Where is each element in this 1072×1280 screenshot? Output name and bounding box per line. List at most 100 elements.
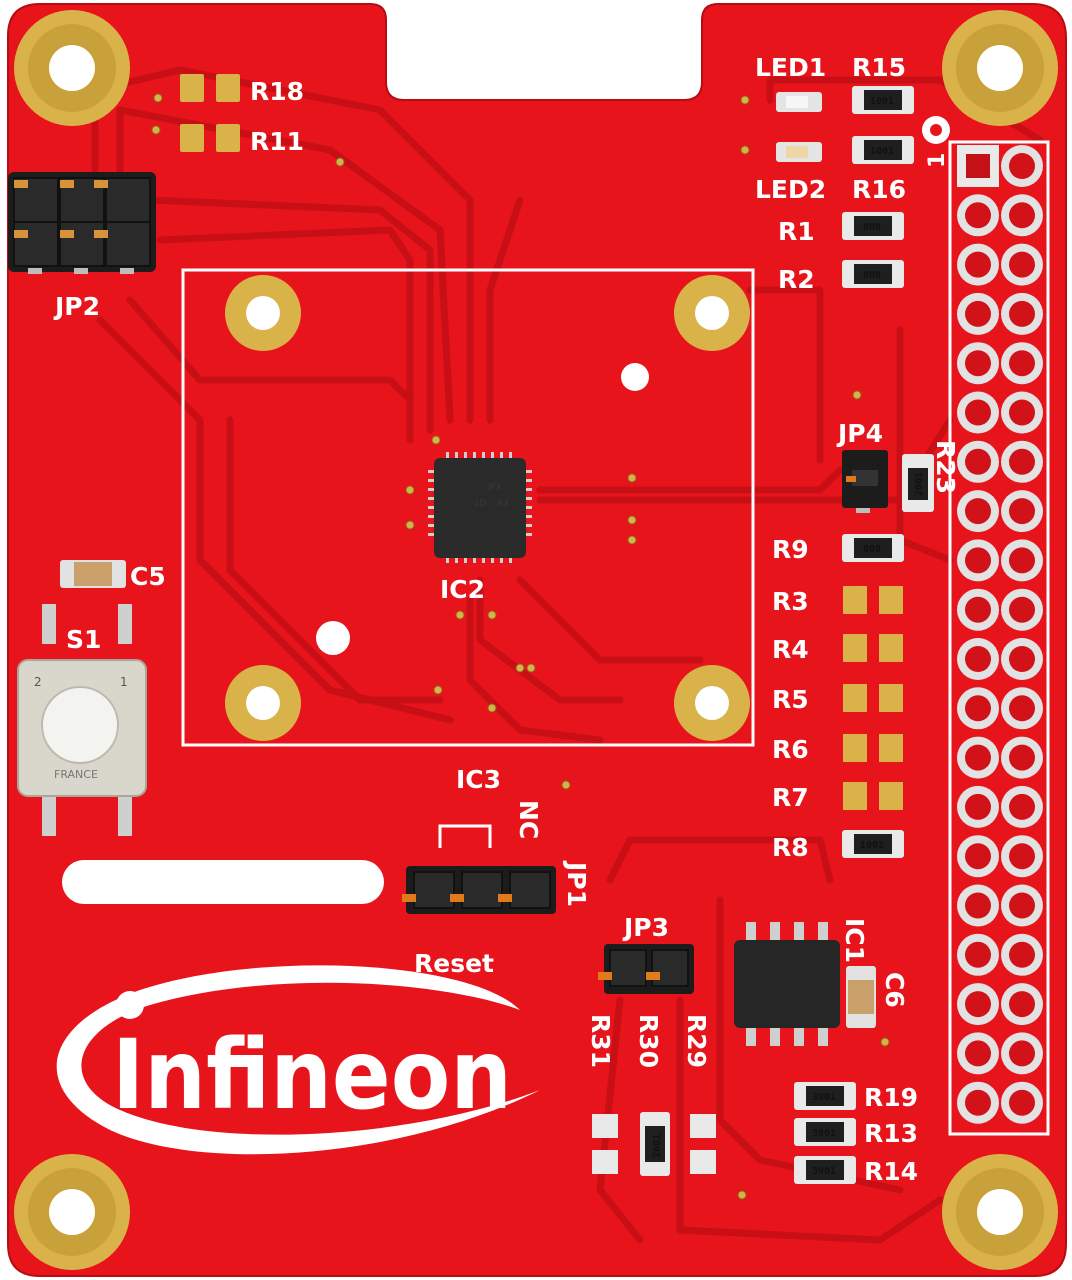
label-r15: R15 bbox=[852, 53, 906, 82]
label-r1: R1 bbox=[778, 217, 815, 246]
label-r8: R8 bbox=[772, 833, 809, 862]
switch-body-mark: FRANCE bbox=[54, 768, 98, 781]
ic2-marking-2: 1D bbox=[474, 499, 487, 509]
r1-code: 000 bbox=[863, 222, 881, 233]
copper-traces bbox=[91, 66, 1044, 1244]
label-r6: R6 bbox=[772, 735, 809, 764]
gpio-pin bbox=[957, 983, 999, 1026]
r13-code: 3901 bbox=[812, 1128, 836, 1139]
switch-s1: 2 1 FRANCE bbox=[17, 604, 147, 836]
label-reset: Reset bbox=[414, 949, 494, 978]
resistor-r9: 000 bbox=[842, 534, 904, 562]
label-r14: R14 bbox=[864, 1157, 918, 1186]
label-r3: R3 bbox=[772, 587, 809, 616]
r16-code: 1001 bbox=[870, 146, 894, 157]
capacitor-c6 bbox=[846, 966, 876, 1028]
resistor-r2: 000 bbox=[842, 260, 904, 288]
label-jp4: JP4 bbox=[836, 419, 883, 448]
label-r9: R9 bbox=[772, 535, 809, 564]
resistor-r30: 2001 bbox=[640, 1112, 670, 1176]
resistor-r19: 3901 bbox=[794, 1082, 856, 1110]
label-s1: S1 bbox=[66, 625, 101, 654]
resistor-r23: 2001 bbox=[902, 454, 934, 512]
vias bbox=[151, 93, 890, 1200]
gpio-pin bbox=[957, 194, 999, 237]
brand-name: Infineon bbox=[112, 1019, 512, 1131]
label-r7: R7 bbox=[772, 783, 809, 812]
resistor-r8: 1002 bbox=[842, 830, 904, 858]
gpio-pin bbox=[957, 1081, 999, 1124]
resistor-r16: 1001 bbox=[852, 136, 914, 164]
label-ic1: IC1 bbox=[840, 918, 869, 963]
jp1-header bbox=[402, 866, 556, 914]
jp4-jumper bbox=[842, 450, 888, 513]
label-r31: R31 bbox=[586, 1014, 615, 1068]
jp3-header bbox=[598, 944, 694, 994]
gpio-pin bbox=[1001, 983, 1043, 1026]
r30-code: 2001 bbox=[652, 1134, 663, 1158]
board-slot bbox=[62, 860, 384, 904]
label-jp1: JP1 bbox=[562, 860, 591, 907]
gpio-pin bbox=[1001, 243, 1043, 286]
gpio-pin bbox=[1001, 687, 1043, 730]
gpio-pin bbox=[957, 687, 999, 730]
capacitor-c5 bbox=[60, 560, 126, 588]
gpio-pin bbox=[1001, 539, 1043, 582]
gpio-pin bbox=[1001, 1081, 1043, 1124]
led1 bbox=[776, 92, 822, 112]
resistor-r13: 3901 bbox=[794, 1118, 856, 1146]
label-c6: C6 bbox=[880, 972, 909, 1008]
r19-code: 3901 bbox=[812, 1092, 836, 1103]
r23-code: 2001 bbox=[914, 472, 925, 496]
gpio-pin bbox=[1001, 785, 1043, 828]
gpio-pin bbox=[957, 145, 999, 187]
gpio-pin bbox=[957, 835, 999, 878]
label-r16: R16 bbox=[852, 175, 906, 204]
ic1-chip bbox=[734, 922, 840, 1046]
r2-code: 000 bbox=[863, 270, 881, 281]
label-r11: R11 bbox=[250, 127, 304, 156]
gpio-pin bbox=[957, 440, 999, 483]
gpio-pin bbox=[1001, 588, 1043, 631]
mounting-holes bbox=[14, 10, 1058, 1270]
sensor-mount-holes bbox=[225, 275, 750, 741]
gpio-pin bbox=[957, 785, 999, 828]
pads-r31-r29 bbox=[592, 1114, 716, 1174]
gpio-pin bbox=[957, 292, 999, 335]
gpio-pin bbox=[1001, 292, 1043, 335]
label-c5: C5 bbox=[130, 562, 166, 591]
pin1-marker bbox=[922, 116, 950, 144]
pads-r3-r7 bbox=[843, 586, 903, 810]
label-r23: R23 bbox=[931, 440, 960, 494]
gpio-pin bbox=[957, 490, 999, 533]
label-r19: R19 bbox=[864, 1083, 918, 1112]
label-jp2: JP2 bbox=[53, 292, 100, 321]
gpio-pin bbox=[957, 736, 999, 779]
gpio-pin bbox=[957, 391, 999, 434]
gpio-pin bbox=[1001, 884, 1043, 927]
label-r29: R29 bbox=[682, 1014, 711, 1068]
gpio-pin bbox=[957, 884, 999, 927]
mounting-hole-top-right bbox=[942, 10, 1058, 126]
mounting-hole-bottom-right bbox=[942, 1154, 1058, 1270]
gpio-pin bbox=[1001, 391, 1043, 434]
jp2-header bbox=[8, 172, 156, 274]
gpio-header bbox=[957, 145, 1043, 1124]
gpio-pin bbox=[957, 342, 999, 385]
label-r4: R4 bbox=[772, 635, 809, 664]
pads-r18-r11 bbox=[180, 74, 240, 152]
gpio-pin bbox=[1001, 440, 1043, 483]
ic2-chip: IFX 1D RX bbox=[428, 452, 532, 563]
r14-code: 3901 bbox=[812, 1166, 836, 1177]
gpio-pin bbox=[1001, 145, 1043, 187]
gpio-pin bbox=[1001, 1032, 1043, 1075]
gpio-pin bbox=[1001, 933, 1043, 976]
label-ic2: IC2 bbox=[440, 575, 485, 604]
ic3-bracket bbox=[438, 824, 492, 848]
label-jp3: JP3 bbox=[622, 913, 669, 942]
gpio-pin bbox=[957, 588, 999, 631]
label-r18: R18 bbox=[250, 77, 304, 106]
gpio-pin bbox=[1001, 638, 1043, 680]
switch-pin2-mark: 2 bbox=[34, 675, 42, 689]
logo-dot bbox=[116, 991, 144, 1019]
